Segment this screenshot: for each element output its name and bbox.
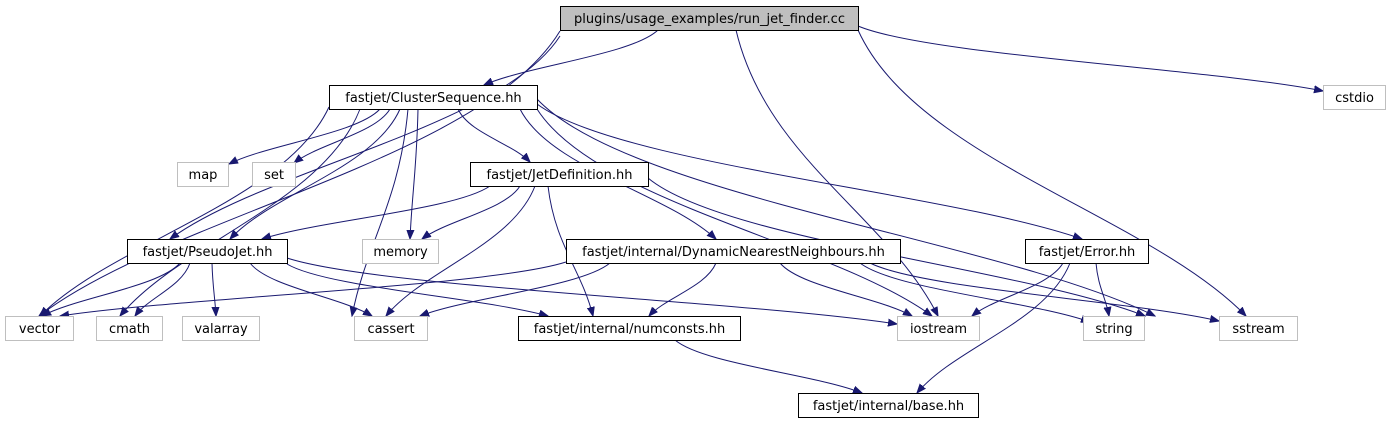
edge-cluster-to-error	[536, 103, 1082, 239]
node-box	[354, 316, 428, 341]
node-box	[127, 239, 288, 264]
edge-cluster-to-cmath	[120, 108, 361, 316]
node-label: set	[264, 168, 284, 183]
edge-dnn-to-vector	[60, 261, 567, 316]
edge-root-to-cluster	[484, 29, 659, 85]
node-pseudojet[interactable]: fastjet/PseudoJet.hh	[127, 239, 288, 264]
node-label: cstdio	[1335, 91, 1374, 106]
node-box	[329, 85, 538, 110]
node-box	[470, 162, 649, 187]
node-label: vector	[19, 322, 61, 337]
node-label: cassert	[367, 322, 414, 337]
node-numconsts[interactable]: fastjet/internal/numconsts.hh	[518, 316, 741, 341]
node-label: fastjet/internal/DynamicNearestNeighbour…	[582, 245, 885, 260]
node-vector: vector	[5, 316, 74, 341]
edge-cluster-to-pseudojet	[230, 108, 401, 239]
node-label: iostream	[910, 322, 967, 337]
node-sstream: sstream	[1219, 316, 1298, 341]
node-label: valarray	[194, 322, 248, 337]
node-cassert: cassert	[354, 316, 428, 341]
edge-cluster-to-iostream	[536, 108, 932, 316]
node-error[interactable]: fastjet/Error.hh	[1025, 239, 1149, 264]
node-map: map	[177, 162, 229, 187]
node-label: fastjet/ClusterSequence.hh	[345, 91, 521, 106]
node-label: memory	[373, 245, 428, 260]
node-label: fastjet/JetDefinition.hh	[487, 168, 633, 183]
node-iostream: iostream	[897, 316, 980, 341]
edge-cluster-to-vector	[40, 106, 330, 316]
edge-pseudojet-to-vector	[42, 262, 181, 316]
node-label: plugins/usage_examples/run_jet_finder.cc	[574, 12, 845, 27]
node-label: fastjet/internal/base.hh	[813, 399, 964, 414]
node-root[interactable]: plugins/usage_examples/run_jet_finder.cc	[560, 6, 859, 31]
edge-cluster-to-map	[229, 108, 381, 164]
node-box	[362, 239, 439, 264]
node-box	[518, 316, 741, 341]
node-label: fastjet/internal/numconsts.hh	[534, 322, 726, 337]
edge-dnn-to-sstream	[869, 262, 1219, 321]
edge-jetdef-to-memory	[422, 185, 521, 239]
node-cluster[interactable]: fastjet/ClusterSequence.hh	[329, 85, 538, 110]
node-set: set	[252, 162, 296, 187]
edge-root-to-pseudojet	[170, 35, 561, 239]
node-box	[182, 316, 260, 341]
node-box	[798, 393, 979, 418]
node-label: cmath	[109, 322, 150, 337]
edge-error-to-string	[1095, 262, 1109, 316]
edge-error-to-iostream	[972, 262, 1064, 316]
edge-dnn-to-string	[859, 262, 1090, 322]
node-box	[560, 6, 859, 31]
edge-pseudojet-to-numconsts	[286, 263, 548, 316]
edge-cluster-to-set	[294, 108, 391, 163]
edge-jetdef-to-cassert	[386, 185, 536, 316]
edge-error-to-base	[917, 262, 1071, 393]
node-box	[1025, 239, 1149, 264]
node-box	[5, 316, 74, 341]
node-valarray: valarray	[182, 316, 260, 341]
edges-layer	[39, 25, 1323, 393]
edge-root-to-vector	[39, 30, 561, 316]
edge-root-to-sstream	[857, 29, 1246, 316]
edge-cluster-to-jetdef	[457, 108, 530, 162]
edge-root-to-cstdio	[857, 25, 1323, 91]
edge-cluster-to-memory	[410, 108, 419, 239]
edge-jetdef-to-pseudojet	[262, 185, 491, 239]
node-box	[566, 239, 901, 264]
node-label: sstream	[1232, 322, 1284, 337]
node-box	[1219, 316, 1298, 341]
edge-pseudojet-to-cassert	[249, 262, 372, 316]
edge-dnn-to-iostream	[779, 262, 912, 316]
node-dnn[interactable]: fastjet/internal/DynamicNearestNeighbour…	[566, 239, 901, 264]
nodes-layer: plugins/usage_examples/run_jet_finder.cc…	[5, 6, 1386, 418]
node-box	[897, 316, 980, 341]
node-cmath: cmath	[96, 316, 163, 341]
node-box	[96, 316, 163, 341]
node-jetdef[interactable]: fastjet/JetDefinition.hh	[470, 162, 649, 187]
node-box	[177, 162, 229, 187]
node-label: fastjet/PseudoJet.hh	[143, 245, 273, 260]
edge-numconsts-to-base	[674, 339, 862, 393]
edge-dnn-to-numconsts	[649, 262, 717, 316]
node-base[interactable]: fastjet/internal/base.hh	[798, 393, 979, 418]
node-memory: memory	[362, 239, 439, 264]
node-label: string	[1095, 322, 1132, 337]
node-box	[252, 162, 296, 187]
node-cstdio: cstdio	[1323, 85, 1386, 110]
edge-root-to-iostream	[735, 29, 938, 316]
edge-cluster-to-cassert	[352, 108, 409, 316]
edge-cluster-to-string	[536, 98, 1155, 316]
edge-pseudojet-to-iostream	[286, 257, 897, 324]
edge-pseudojet-to-valarray	[211, 262, 216, 316]
node-label: map	[189, 168, 218, 183]
node-box	[1083, 316, 1145, 341]
edge-pseudojet-to-cmath	[135, 262, 191, 316]
node-string: string	[1083, 316, 1145, 341]
node-box	[1323, 85, 1386, 110]
node-label: fastjet/Error.hh	[1039, 245, 1136, 260]
edge-dnn-to-cassert	[420, 262, 611, 316]
